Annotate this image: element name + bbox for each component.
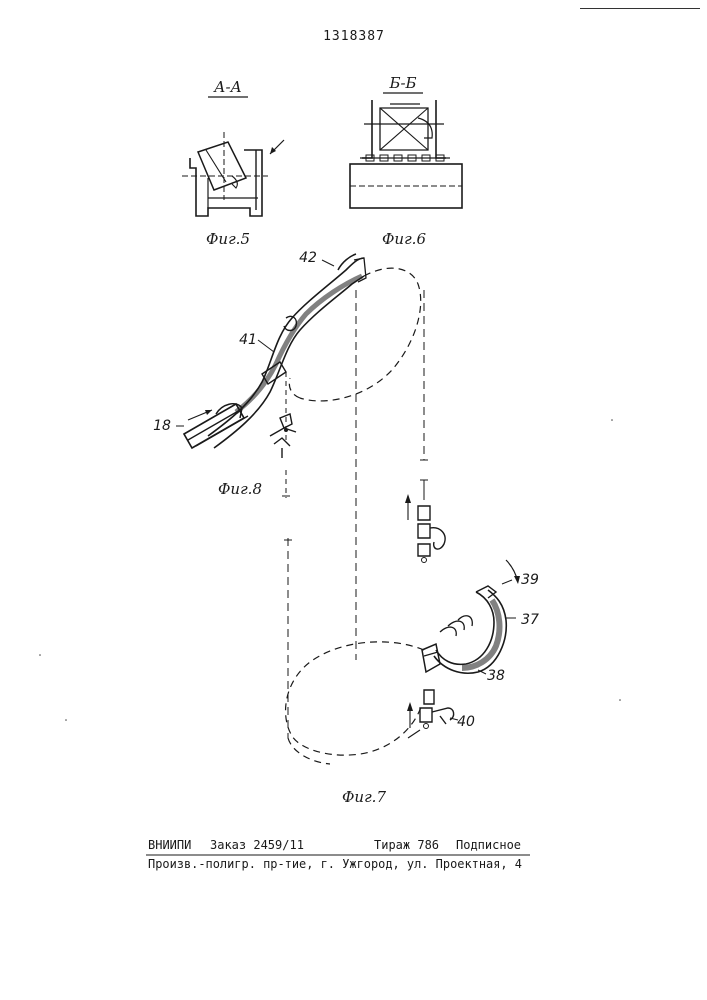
fig7-caption: Фиг.7 xyxy=(342,788,386,806)
patent-number: 1318387 xyxy=(323,29,385,44)
fig6-caption: Фиг.6 xyxy=(382,230,426,248)
fig7-label-39: 39 xyxy=(521,572,539,588)
imprint-order: Заказ 2459/11 xyxy=(210,838,304,852)
fig8-label-41: 41 xyxy=(239,332,257,348)
fig8-label-42: 42 xyxy=(299,250,317,266)
fig6-section-label: Б-Б xyxy=(388,74,416,92)
fig6-drawing: Б-Б Фиг.6 xyxy=(350,74,462,248)
fig5-section-label: А-А xyxy=(213,78,242,96)
imprint-publisher-line: Произв.-полигр. пр-тие, г. Ужгород, ул. … xyxy=(148,857,522,871)
fig7-label-40: 40 xyxy=(457,714,475,730)
fig7-label-38: 38 xyxy=(487,668,505,684)
fig7-label-37: 37 xyxy=(521,612,539,628)
fig8-caption: Фиг.8 xyxy=(218,480,262,498)
imprint-subscription: Подписное xyxy=(456,838,521,852)
fig8-drawing: 42 41 18 Фиг.8 xyxy=(153,250,366,498)
fig5-drawing: А-А Фиг.5 xyxy=(182,78,284,248)
fig5-caption: Фиг.5 xyxy=(206,230,250,248)
imprint-block: ВНИИПИ Заказ 2459/11 Тираж 786 Подписное… xyxy=(146,838,530,871)
fig8-label-18: 18 xyxy=(153,418,171,434)
imprint-circulation: Тираж 786 xyxy=(374,838,439,852)
paper-specks xyxy=(39,419,621,721)
fig7-drawing: 39 37 38 40 Фиг.7 xyxy=(284,268,539,806)
imprint-org: ВНИИПИ xyxy=(148,838,191,852)
